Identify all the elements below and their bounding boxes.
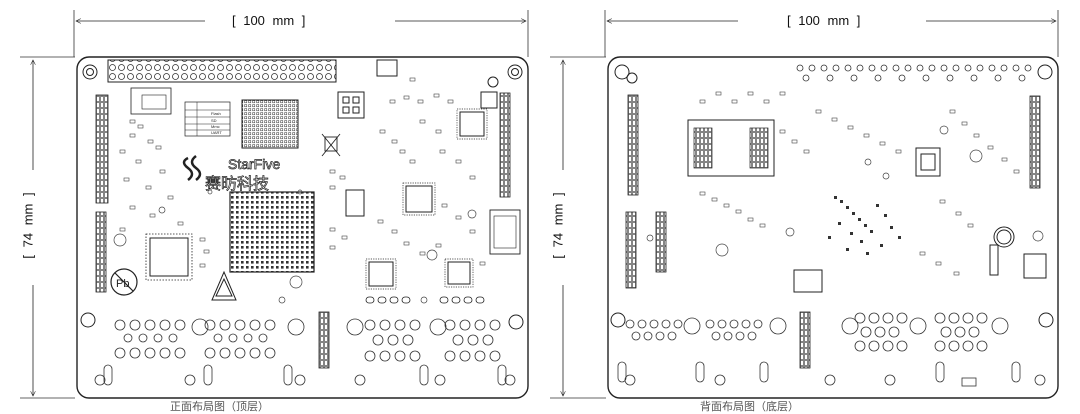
bottom-height-label: [ 74 mm ]	[550, 192, 566, 259]
starfive-logo: StarFive 赛昉科技	[182, 155, 281, 193]
boot-mode-table: Flash SD Mmc UART	[184, 101, 231, 137]
logo-cn-text: 赛昉科技	[205, 174, 269, 193]
bottom-board-outline	[607, 56, 1059, 399]
weee-bin-icon	[321, 133, 341, 157]
table-row-uart: UART	[211, 130, 222, 135]
bottom-view	[550, 10, 1059, 399]
table-row-mmc: Mmc	[211, 124, 220, 129]
table-row-flash: Flash	[211, 111, 221, 116]
bottom-width-label: [ 100 mm ]	[787, 13, 861, 28]
table-row-sd: SD	[211, 118, 217, 123]
top-height-label: [ 74 mm ]	[20, 192, 36, 259]
logo-starfive-text: StarFive	[228, 156, 280, 172]
pb-free-text: Pb	[116, 278, 129, 290]
top-view-caption: 正面布局图（顶层）	[170, 400, 269, 413]
top-width-label: [ 100 mm ]	[232, 13, 306, 28]
pb-free-icon: Pb	[110, 268, 138, 296]
triangle-mark-icon	[211, 270, 237, 301]
bottom-view-caption: 背面布局图（底层）	[700, 400, 799, 413]
top-view: Flash SD Mmc UART StarFive 赛昉科技	[20, 10, 529, 399]
